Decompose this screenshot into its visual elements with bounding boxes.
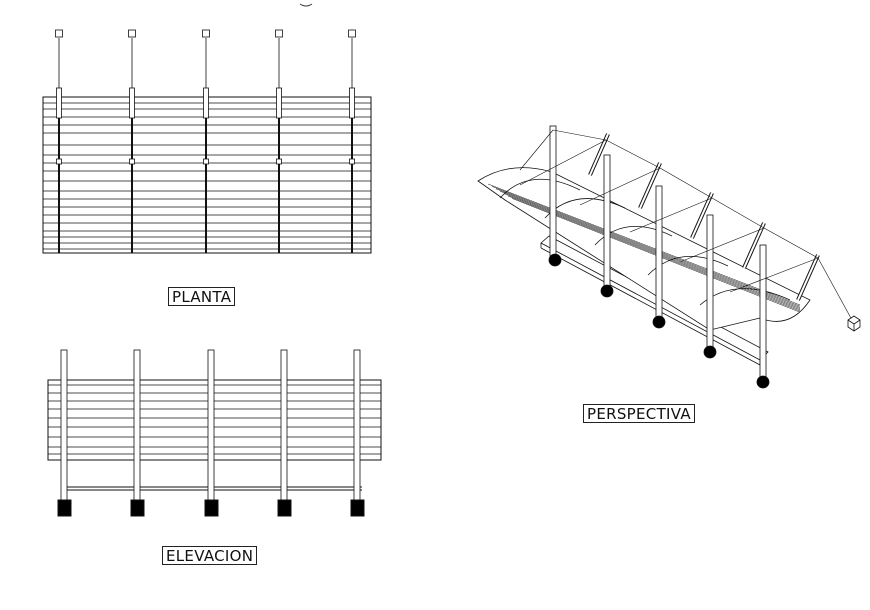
- perspective-cable: [519, 139, 607, 186]
- elevation-footing: [204, 499, 219, 517]
- perspective-slat: [495, 188, 801, 308]
- plan-posts: [55, 29, 356, 253]
- perspective-cable: [552, 129, 607, 141]
- plan-label: PLANTA: [168, 287, 236, 306]
- elevation-slats: [48, 384, 381, 455]
- elevation-canopy: [47, 379, 382, 461]
- perspective-footing: [652, 315, 666, 329]
- perspective-cable: [579, 167, 661, 206]
- elevation-post: [280, 349, 288, 501]
- perspective-footing: [548, 253, 562, 267]
- perspective-post: [603, 154, 611, 288]
- elevation-label: ELEVACION: [162, 546, 258, 565]
- elevation-footing: [57, 499, 72, 517]
- elevation-footing: [277, 499, 292, 517]
- perspective-label: PERSPECTIVA: [583, 404, 695, 423]
- perspective-cable: [729, 257, 819, 293]
- perspective-footing: [756, 375, 770, 389]
- plan-post-top: [203, 87, 209, 119]
- elevation-posts: [57, 349, 365, 517]
- perspective-mast-inner: [743, 222, 765, 269]
- perspective-cable: [817, 257, 853, 321]
- perspective-post: [549, 125, 557, 257]
- plan-node: [349, 158, 355, 165]
- elevation-post: [133, 349, 141, 501]
- perspective-cable: [629, 197, 713, 233]
- perspective-posts: [548, 125, 820, 389]
- plan-node: [203, 158, 209, 165]
- arch-4: [647, 256, 729, 276]
- plan-node: [56, 158, 62, 165]
- anchor-block: [847, 315, 861, 332]
- perspective-slat: [507, 195, 801, 312]
- perspective-mast-inner: [639, 162, 661, 209]
- plan-post-top: [276, 87, 282, 119]
- platform-edge: [540, 247, 761, 366]
- plan-post-top: [129, 87, 135, 119]
- perspective-slat: [491, 186, 801, 307]
- arch-3: [594, 226, 673, 246]
- perspective-post: [655, 185, 663, 319]
- top-mark: [299, 3, 313, 7]
- perspective-post: [706, 214, 714, 349]
- plan-anchor: [275, 29, 283, 38]
- plan-node: [276, 158, 282, 165]
- plan-anchor: [55, 29, 63, 38]
- plan-post-top: [349, 87, 355, 119]
- elevation-post: [207, 349, 215, 501]
- perspective-cable: [519, 129, 554, 171]
- elevation-footing: [350, 499, 365, 517]
- plan-anchor: [348, 29, 356, 38]
- perspective-footing: [703, 345, 717, 359]
- plan-anchor: [202, 29, 210, 38]
- arch-1: [499, 178, 581, 199]
- perspective-cable: [659, 167, 713, 199]
- perspective-cable: [605, 139, 661, 169]
- elevation-footing: [130, 499, 145, 517]
- perspective-cables: [519, 129, 853, 321]
- perspective-mast-inner: [797, 254, 819, 301]
- elevation-post: [60, 349, 68, 501]
- perspective-cable: [711, 197, 765, 229]
- perspective-footing: [600, 284, 614, 298]
- elevation-post: [353, 349, 361, 501]
- plan-anchor: [128, 29, 136, 38]
- plan-view: [42, 29, 372, 254]
- plan-post-top: [56, 87, 62, 119]
- perspective-view: [477, 125, 861, 389]
- perspective-cable: [679, 227, 765, 263]
- perspective-post: [759, 244, 767, 379]
- perspective-mast-inner: [691, 192, 713, 239]
- plan-node: [129, 158, 135, 165]
- elevation-view: [47, 349, 382, 517]
- perspective-cable: [763, 227, 819, 259]
